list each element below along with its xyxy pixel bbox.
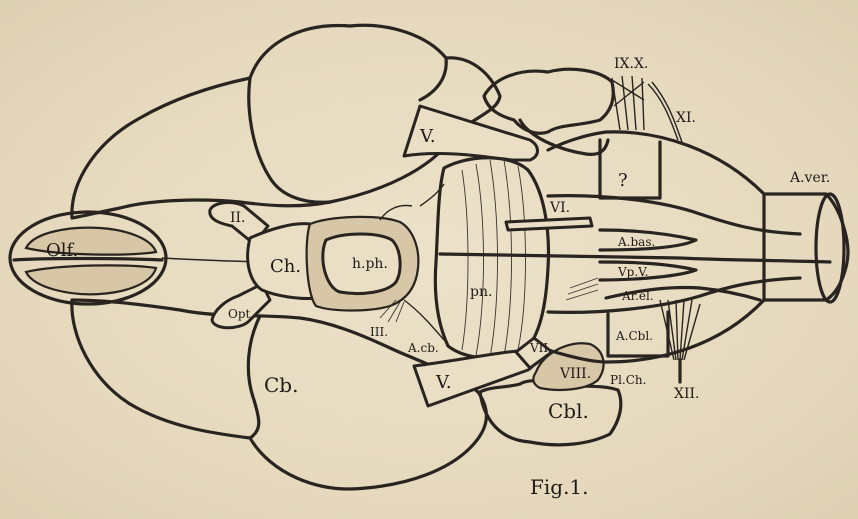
medulla-box-upper [600,140,660,198]
hemisphere-upper-gyrus [249,78,330,202]
spinal-cord-end [816,194,844,302]
label-cb: Cb. [264,373,298,397]
cerebellum-upper [484,69,613,133]
label-viii: VIII. [559,366,591,382]
label-iii: III. [370,325,388,339]
olfactory-bulb-divider [14,259,162,261]
label-acb: A.cb. [407,341,439,355]
pons-outline [435,158,548,359]
label-vpv: Vp.V. [617,265,649,279]
nerve-ixx-fibers [612,76,644,130]
label-olf: Olf. [46,240,78,261]
label-plch: Pl.Ch. [610,373,646,387]
trigeminal-lower [414,350,536,406]
label-opt: Opt. [228,307,254,321]
label-v-bottom: V. [435,372,452,393]
label-abas: A.bas. [617,235,655,249]
label-ii: II. [230,210,246,226]
label-pn: pn. [470,284,492,300]
label-aver: A.ver. [789,170,830,186]
pons-stria-5 [518,166,526,350]
hemisphere-upper-gyrus-2 [420,58,446,100]
medulla-midline [440,254,830,262]
pons-stria-4 [504,160,512,356]
nerve-vi-fiber [506,218,592,230]
pons-stria-3 [490,160,498,358]
olfactory-bulb-lower [26,265,156,294]
label-hph: h.ph. [352,256,388,272]
label-xi: XI. [676,110,696,126]
label-ixx: IX.X. [614,56,648,72]
pons-stria-1 [462,170,468,350]
label-v-top: V. [419,126,436,147]
label-vi: VI. [549,200,570,216]
label-acbl: A.Cbl. [615,329,653,343]
label-vii: VII [529,341,548,355]
hemisphere-lower-gyrus [248,316,260,438]
nerve-vi-fibers-2 [566,278,598,300]
medulla-lower-band [548,278,800,312]
spinal-cord [764,194,848,300]
label-ch: Ch. [270,256,301,277]
label-cbl: Cbl. [548,399,589,423]
pons-stria-2 [476,164,484,356]
label-xii: XII. [674,386,699,402]
medulla-upper-band [548,196,800,234]
label-question: ? [618,170,628,191]
label-arel: Ar.el. [621,289,654,303]
nerve-xii-fibers [660,300,700,360]
figure-caption: Fig.1. [530,475,589,499]
